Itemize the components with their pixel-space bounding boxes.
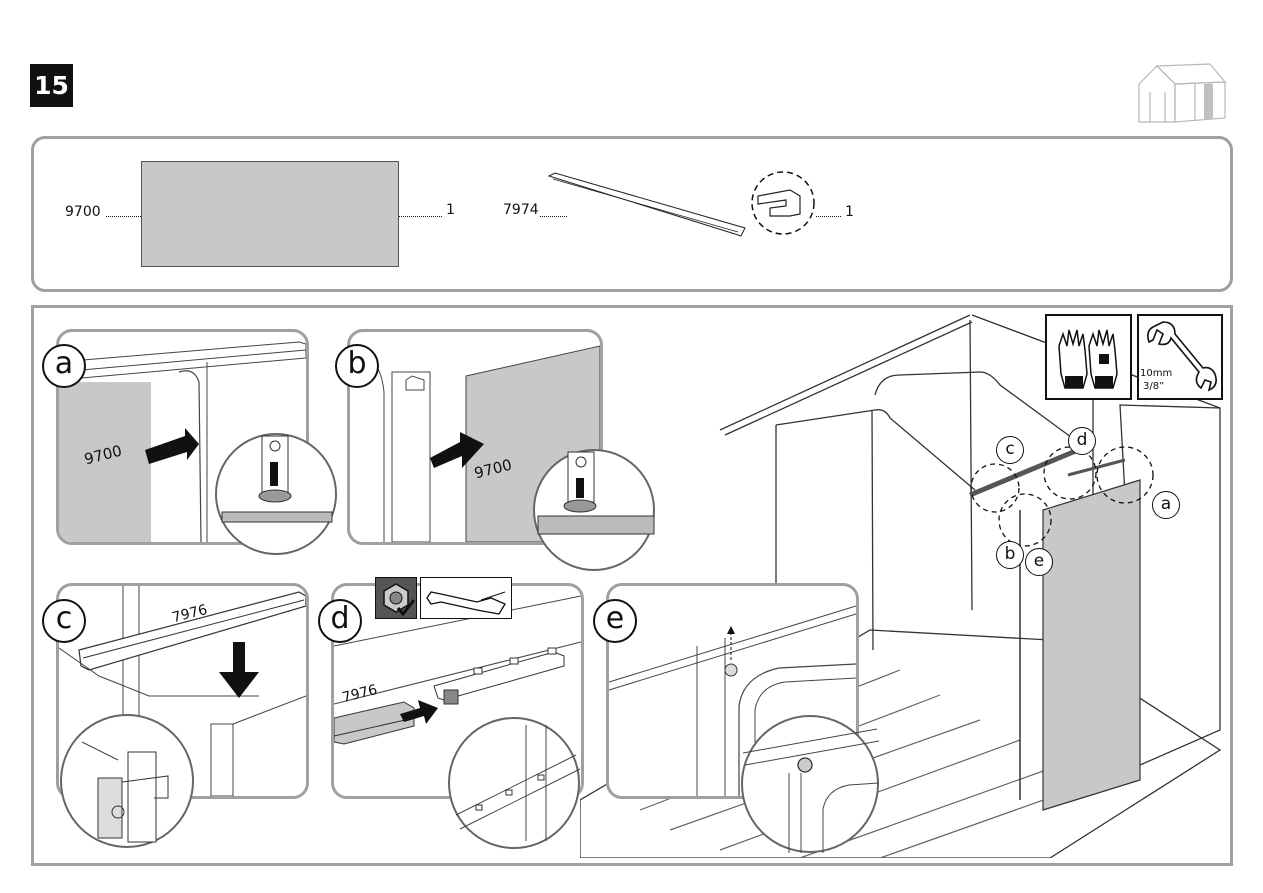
detail-d-letter: d [318, 599, 362, 643]
detail-b-letter: b [335, 344, 379, 388]
detail-e-letter: e [593, 599, 637, 643]
part-qty-9700: 1 [446, 202, 455, 218]
leader-line [106, 216, 141, 217]
wrench-icon [1137, 314, 1223, 400]
assembly-panel [31, 305, 1233, 866]
step-number-badge: 15 [30, 64, 73, 107]
overview-callout-e: e [1025, 548, 1053, 576]
rail-7974-part [545, 170, 750, 240]
wrench-size-inch: 3/8” [1143, 381, 1165, 392]
panel-9700-part [141, 161, 399, 267]
nut-tool-icon [375, 577, 417, 619]
part-code-7974: 7974 [503, 202, 539, 218]
leader-line [540, 216, 567, 217]
overview-callout-a: a [1152, 491, 1180, 519]
rail-profile-detail-icon [750, 170, 816, 236]
shed-thumbnail-icon [1135, 62, 1230, 124]
wrench-size-mm: 10mm [1140, 368, 1173, 379]
part-qty-7974: 1 [845, 204, 854, 220]
detail-c-letter: c [42, 599, 86, 643]
leader-line [816, 216, 841, 217]
gloves-icon [1045, 314, 1132, 400]
detail-c-zoom-icon [58, 712, 196, 850]
overview-callout-d: d [1068, 427, 1096, 455]
detail-e-zoom-icon [739, 713, 881, 855]
detail-d-zoom-icon [446, 715, 582, 851]
leader-line [399, 216, 442, 217]
parts-list-panel [31, 136, 1233, 292]
detail-a-zoom-icon [214, 432, 338, 556]
wrench-hand-icon [420, 577, 512, 619]
part-code-9700: 9700 [65, 204, 101, 220]
detail-b-zoom-icon [532, 448, 656, 572]
overview-callout-c: c [996, 436, 1024, 464]
detail-a-letter: a [42, 344, 86, 388]
overview-callout-b: b [996, 541, 1024, 569]
